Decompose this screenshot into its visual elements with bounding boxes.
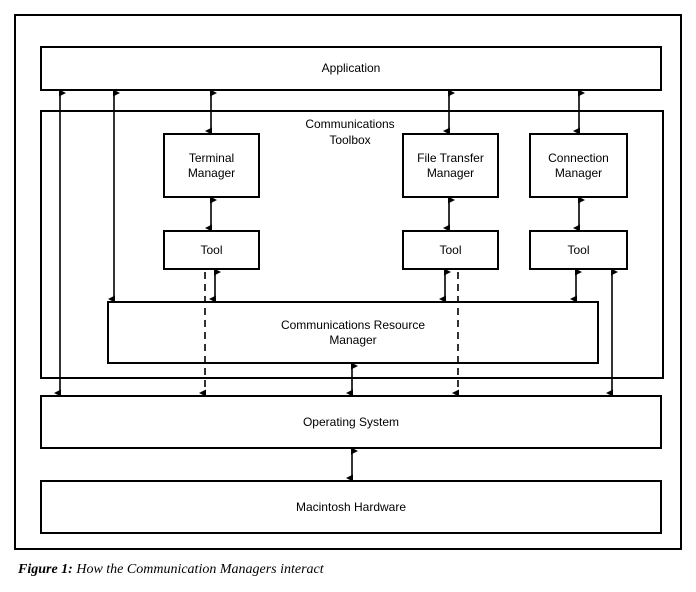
tool-connection-box: Tool bbox=[529, 230, 628, 270]
connection-manager-line1: Connection bbox=[548, 150, 609, 165]
tool-file-transfer-label: Tool bbox=[439, 242, 462, 257]
file-transfer-manager-line2: Manager bbox=[426, 165, 475, 180]
connection-manager-line2: Manager bbox=[554, 165, 603, 180]
figure-caption: Figure 1: How the Communication Managers… bbox=[18, 562, 678, 578]
figure-caption-text: How the Communication Managers interact bbox=[76, 562, 324, 577]
operating-system-label: Operating System bbox=[302, 414, 400, 429]
terminal-manager-box: Terminal Manager bbox=[163, 133, 260, 198]
communications-resource-manager-box: Communications Resource Manager bbox=[107, 301, 599, 364]
tool-connection-label: Tool bbox=[567, 242, 590, 257]
crm-line2: Manager bbox=[329, 332, 377, 347]
file-transfer-manager-line1: File Transfer bbox=[417, 150, 484, 165]
macintosh-hardware-label: Macintosh Hardware bbox=[295, 499, 407, 514]
communications-toolbox-label: Communications Toolbox bbox=[260, 117, 440, 148]
crm-line1: Communications Resource bbox=[280, 317, 426, 332]
terminal-manager-line1: Terminal bbox=[188, 150, 235, 165]
application-label: Application bbox=[321, 61, 381, 75]
operating-system-box: Operating System bbox=[40, 395, 662, 449]
application-box: Application bbox=[40, 46, 662, 91]
toolbox-label-line2: Toolbox bbox=[329, 132, 371, 147]
tool-terminal-label: Tool bbox=[200, 242, 223, 257]
macintosh-hardware-box: Macintosh Hardware bbox=[40, 480, 662, 534]
terminal-manager-line2: Manager bbox=[187, 165, 236, 180]
figure-frame: Application Communications Toolbox Termi… bbox=[14, 14, 682, 550]
tool-file-transfer-box: Tool bbox=[402, 230, 499, 270]
figure-caption-label: Figure 1: bbox=[18, 562, 73, 577]
connection-manager-box: Connection Manager bbox=[529, 133, 628, 198]
tool-terminal-box: Tool bbox=[163, 230, 260, 270]
toolbox-label-line1: Communications bbox=[305, 117, 395, 131]
